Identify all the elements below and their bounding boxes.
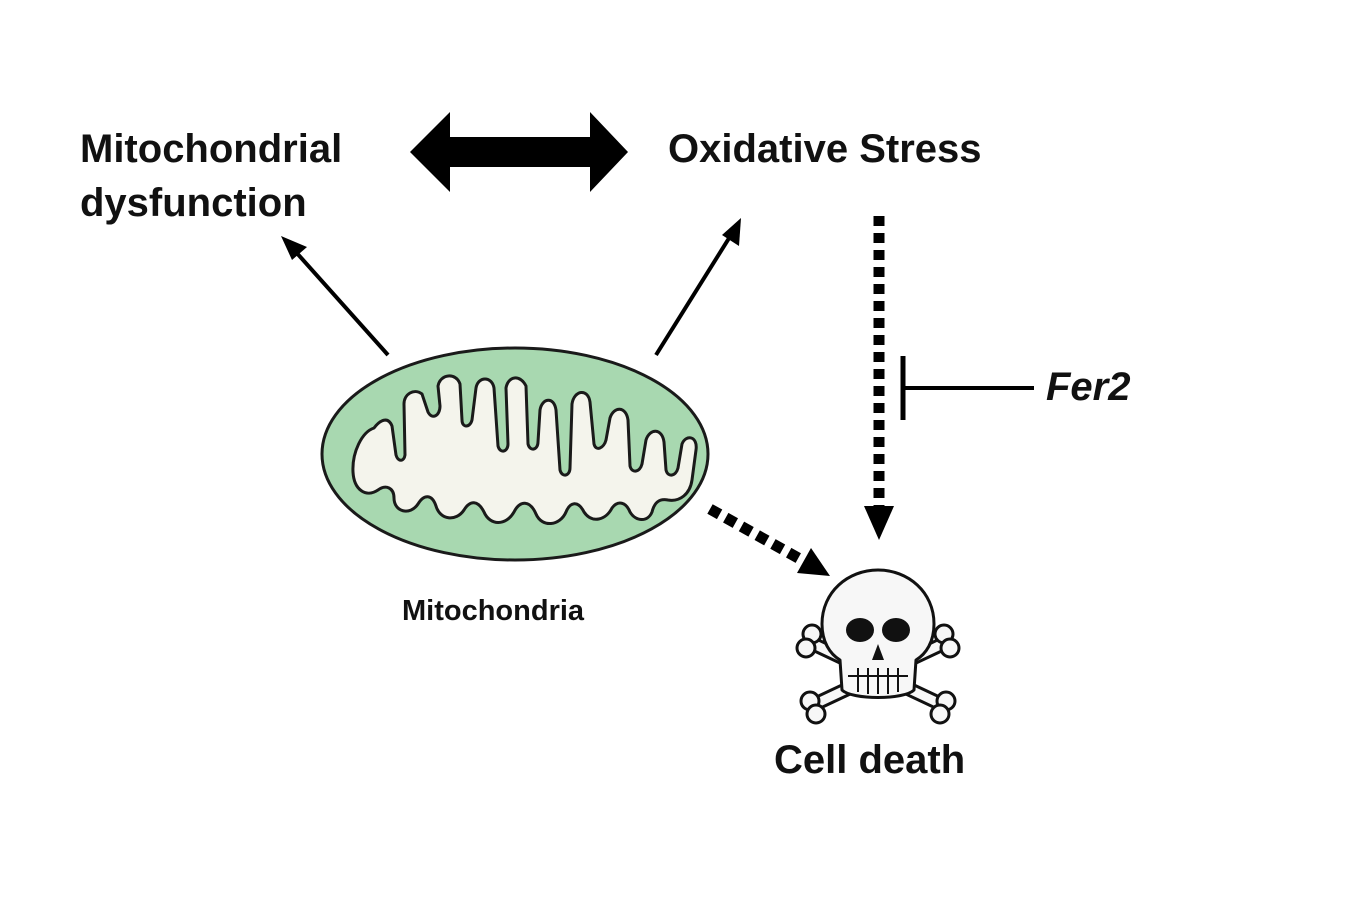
bidirectional-arrow <box>410 112 628 192</box>
mitochondrion-icon <box>320 346 710 562</box>
arrow-to-dysfunction <box>281 236 390 357</box>
mito-dysfunction-line-1: Mitochondrial <box>80 127 343 171</box>
mito-dysfunction-label: Mitochondrial dysfunction <box>80 122 342 230</box>
dotted-arrow-mito-to-death <box>707 504 830 576</box>
mito-dysfunction-line-2: dysfunction <box>80 181 307 225</box>
fer2-label: Fer2 <box>1046 365 1131 409</box>
dotted-arrow-stress-to-death <box>864 216 894 540</box>
arrow-to-oxidative-stress <box>654 218 741 357</box>
oxidative-stress-label: Oxidative Stress <box>668 127 982 171</box>
mitochondria-label: Mitochondria <box>402 595 585 627</box>
inhibition-line <box>900 356 1034 420</box>
cell-death-label: Cell death <box>774 738 966 782</box>
skull-crossbones-icon <box>795 568 961 725</box>
